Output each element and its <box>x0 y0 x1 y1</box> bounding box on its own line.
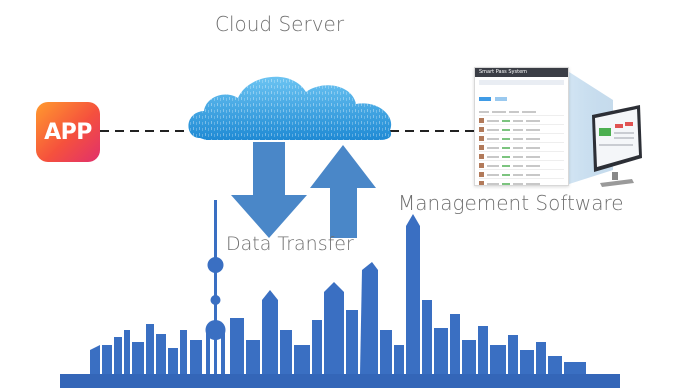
table-row <box>479 108 564 116</box>
screen-buttons <box>475 88 568 107</box>
city-skyline <box>60 200 620 388</box>
app-icon-label: APP <box>44 119 92 145</box>
app-icon: APP <box>36 102 100 162</box>
cloud-server-icon <box>188 76 392 140</box>
download-arrow-icon <box>231 142 307 238</box>
table-row <box>479 117 564 125</box>
table-row <box>479 144 564 152</box>
upload-arrow-icon <box>310 145 376 238</box>
table-row <box>479 153 564 161</box>
management-software-label: Management Software <box>398 191 624 215</box>
table-row <box>479 180 564 185</box>
monitor-icon <box>592 105 642 187</box>
cloud-server-label: Cloud Server <box>215 12 345 36</box>
table-row <box>479 126 564 134</box>
management-software-screenshot: Smart Pass System <box>474 67 569 186</box>
table-row <box>479 162 564 170</box>
table-row <box>479 135 564 143</box>
data-transfer-label: Data Transfer <box>226 233 354 255</box>
screen-title: Smart Pass System <box>475 68 568 77</box>
table-row <box>479 171 564 179</box>
screen-toolbar <box>479 80 564 85</box>
